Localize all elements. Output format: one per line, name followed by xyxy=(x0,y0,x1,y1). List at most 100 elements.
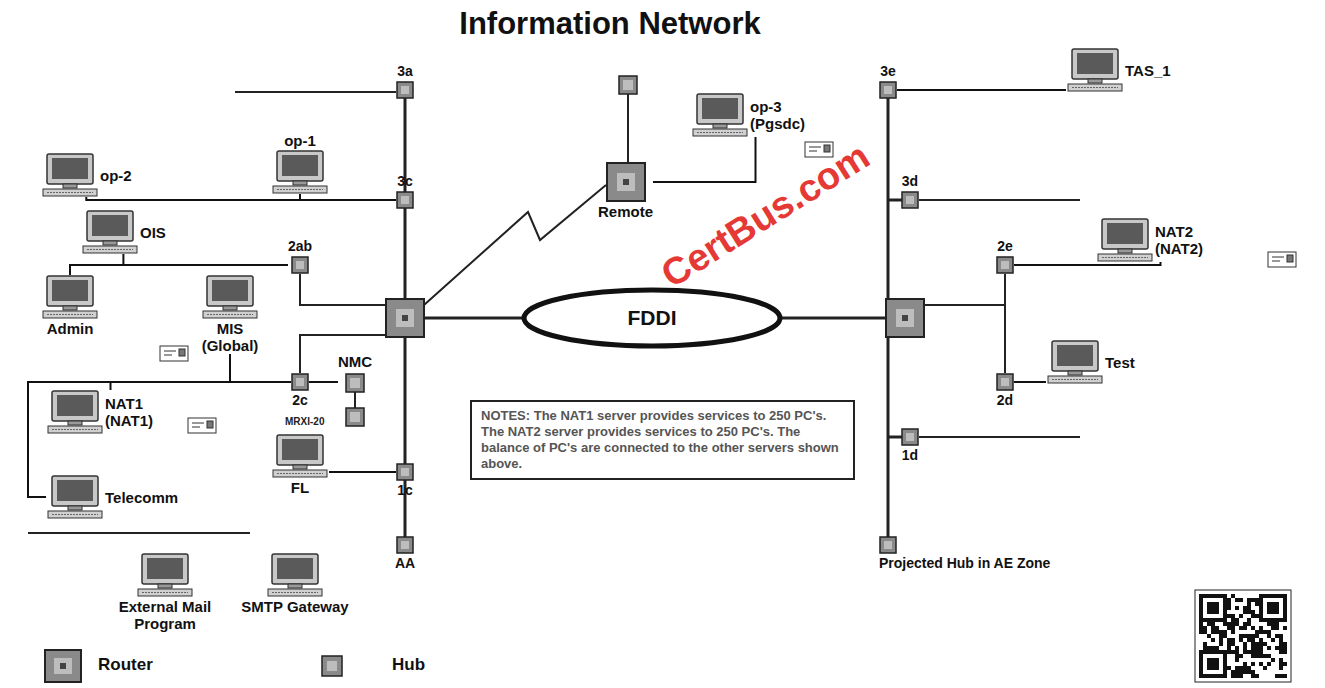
pc-symbol xyxy=(41,153,99,197)
network-backdrop xyxy=(1235,646,1239,650)
hub-symbol xyxy=(397,464,413,480)
network-backdrop xyxy=(1279,674,1283,678)
network-backdrop xyxy=(1203,646,1207,650)
pc-symbol xyxy=(158,584,172,588)
pc-symbol xyxy=(277,558,313,579)
network-backdrop xyxy=(1239,670,1243,674)
network-backdrop xyxy=(1267,622,1271,626)
network-backdrop xyxy=(1255,630,1259,634)
network-backdrop xyxy=(207,421,213,428)
network-backdrop xyxy=(1247,666,1251,670)
network-backdrop xyxy=(1259,630,1263,634)
hub-symbol xyxy=(396,463,414,481)
network-backdrop xyxy=(1279,634,1283,638)
network-backdrop xyxy=(627,94,629,162)
link-line xyxy=(70,265,288,275)
network-backdrop xyxy=(1251,634,1255,638)
network-backdrop xyxy=(1279,642,1283,646)
network-backdrop xyxy=(1255,650,1259,654)
network-backdrop xyxy=(902,315,908,321)
network-backdrop xyxy=(1251,614,1255,618)
nmc-symbol xyxy=(346,374,364,392)
pc-symbol xyxy=(293,465,307,469)
network-backdrop xyxy=(1201,596,1225,620)
hub-symbol xyxy=(997,374,1013,390)
computer-label: TAS_1 xyxy=(1125,62,1171,79)
network-backdrop xyxy=(1235,598,1239,602)
legend-hub-sample xyxy=(322,656,342,676)
pc-symbol xyxy=(201,275,259,319)
pc-symbol xyxy=(103,241,117,245)
computer-node: External Mail Program xyxy=(100,553,230,632)
pc-symbol xyxy=(46,390,104,434)
nmc-symbol xyxy=(350,378,360,388)
computer-node: op-3 (Pgsdc) xyxy=(691,93,820,137)
network-backdrop xyxy=(1203,630,1207,634)
hub-symbol xyxy=(401,196,409,204)
computer-node: Test xyxy=(1046,340,1135,384)
network-backdrop xyxy=(1227,650,1231,654)
network-backdrop xyxy=(1211,638,1215,642)
hub-symbol xyxy=(397,537,413,553)
pc-symbol xyxy=(46,390,104,434)
network-backdrop xyxy=(1199,626,1203,630)
computer-label: Test xyxy=(1105,354,1135,371)
network-backdrop xyxy=(1227,638,1231,642)
hub-node: 1c xyxy=(396,463,414,499)
pc-symbol xyxy=(288,584,302,588)
pc-symbol xyxy=(43,311,97,318)
hub-symbol xyxy=(880,82,896,98)
link-line xyxy=(1014,381,1046,383)
network-backdrop xyxy=(1235,650,1239,654)
pc-symbol xyxy=(1068,371,1082,375)
network-backdrop xyxy=(1219,630,1223,634)
pc-symbol xyxy=(52,280,88,301)
pc-symbol xyxy=(68,506,82,510)
network-backdrop xyxy=(896,309,914,327)
network-backdrop xyxy=(1279,658,1283,662)
pc-symbol xyxy=(63,306,77,310)
network-backdrop xyxy=(1279,666,1283,670)
network-link xyxy=(1014,382,1046,383)
pc-symbol xyxy=(1096,218,1154,262)
network-backdrop xyxy=(54,658,72,674)
network-backdrop xyxy=(424,185,606,305)
network-backdrop xyxy=(1247,670,1251,674)
network-backdrop xyxy=(1227,622,1231,626)
pc-symbol xyxy=(702,98,738,119)
device-label: 3d xyxy=(902,173,918,190)
link-line xyxy=(86,197,396,200)
network-backdrop xyxy=(1251,654,1255,658)
network-backdrop xyxy=(1215,646,1219,650)
network-backdrop xyxy=(1272,257,1284,258)
computer-label: Admin xyxy=(47,320,94,337)
pc-symbol xyxy=(46,475,104,519)
pc-symbol xyxy=(282,155,318,176)
pc-symbol xyxy=(1098,254,1152,261)
remote-symbol xyxy=(606,162,646,202)
network-backdrop xyxy=(1255,614,1259,618)
network-backdrop xyxy=(1272,261,1280,262)
network-backdrop xyxy=(1239,634,1243,638)
pc-symbol xyxy=(81,210,139,254)
pc-symbol xyxy=(52,514,98,515)
network-backdrop xyxy=(1235,606,1239,610)
network-backdrop xyxy=(1243,650,1247,654)
network-backdrop xyxy=(1243,646,1247,650)
network-backdrop xyxy=(424,317,522,320)
network-backdrop xyxy=(886,299,924,337)
network-backdrop xyxy=(1259,650,1263,654)
network-backdrop xyxy=(619,76,637,94)
network-backdrop xyxy=(1283,646,1287,650)
pc-symbol xyxy=(1096,218,1154,262)
pc-symbol xyxy=(68,421,82,425)
pc-symbol xyxy=(63,184,77,188)
hub-node: 2c xyxy=(291,373,309,409)
fddi-ring: FDDI xyxy=(520,286,784,350)
pc-symbol xyxy=(697,132,743,133)
hub-node: 3a xyxy=(396,63,414,99)
ring-label: FDDI xyxy=(628,306,677,330)
pc-symbol xyxy=(223,306,237,310)
pc-symbol xyxy=(1068,84,1122,91)
network-backdrop xyxy=(1199,630,1203,634)
